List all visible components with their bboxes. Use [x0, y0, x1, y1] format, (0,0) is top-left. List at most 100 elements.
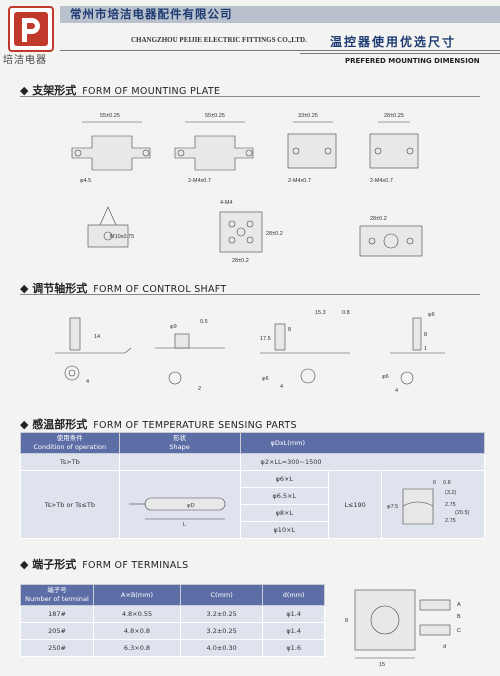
svg-text:(20.5): (20.5): [455, 510, 470, 516]
svg-text:2-M4x0.7: 2-M4x0.7: [288, 178, 311, 184]
svg-text:4: 4: [86, 379, 89, 385]
svg-text:φ9: φ9: [170, 324, 177, 330]
col-c: C(mm): [179, 584, 264, 606]
svg-text:28±0.25: 28±0.25: [384, 113, 404, 119]
cell-c: 4.0±0.30: [179, 639, 264, 657]
svg-text:(3.2): (3.2): [445, 490, 456, 496]
header-divider-short: [300, 53, 500, 54]
svg-text:1: 1: [424, 346, 427, 352]
cell-shape-drawing: φD L: [118, 470, 241, 539]
svg-text:0.8: 0.8: [443, 480, 451, 486]
cell-ab: 4.8×0.8: [93, 622, 181, 640]
svg-text:28±0.2: 28±0.2: [266, 231, 283, 237]
table-row: Ts>Tb φ2×LL=300~1500: [20, 453, 486, 471]
table-row: Ts>Tb or Ts≤Tb φD L φ6×L L≤190 6 0.8 (3.…: [20, 470, 485, 539]
cell-no: 187#: [20, 605, 94, 623]
svg-text:A: A: [457, 602, 461, 608]
cell-d: φ1.4: [262, 622, 325, 640]
svg-text:φ6: φ6: [428, 312, 435, 318]
svg-text:L: L: [183, 522, 186, 528]
table-row: 205# 4.8×0.8 3.2±0.25 φ1.4: [20, 622, 325, 640]
svg-text:28±0.2: 28±0.2: [370, 216, 387, 222]
svg-text:φ4.5: φ4.5: [80, 178, 91, 184]
cell-c: 3.2±0.25: [179, 605, 264, 623]
cell-shape-empty: [118, 453, 241, 471]
svg-text:0.5: 0.5: [200, 319, 208, 325]
svg-text:15.3: 15.3: [315, 310, 326, 316]
col-ab: A×B(mm): [93, 584, 181, 606]
cell-dimension: φ10×L: [239, 521, 330, 539]
table-row: φ10×L: [21, 521, 485, 539]
svg-text:2-M4x0.7: 2-M4x0.7: [370, 178, 393, 184]
brand-name: 培洁电器: [3, 55, 47, 66]
svg-text:8: 8: [345, 618, 348, 624]
svg-text:φ7.5: φ7.5: [387, 504, 398, 510]
svg-text:28±0.2: 28±0.2: [232, 258, 249, 264]
svg-text:B: B: [457, 614, 461, 620]
mounting-plate-drawings: 55±0.25 φ4.5 55±0.25 2-M4x0.7 33±0.25 2-…: [71, 113, 423, 264]
cell-ab: 4.8×0.55: [93, 605, 181, 623]
svg-text:55±0.25: 55±0.25: [205, 113, 225, 119]
cell-ab: 6.3×0.8: [93, 639, 181, 657]
svg-text:d: d: [443, 644, 446, 650]
table-row: φ8×L: [21, 504, 485, 522]
cell-condition: Ts>Tb: [20, 453, 120, 471]
svg-text:0.8: 0.8: [342, 310, 350, 316]
cell-no: 250#: [20, 639, 94, 657]
cell-no: 205#: [20, 622, 94, 640]
svg-text:8: 8: [424, 332, 427, 338]
svg-text:φD: φD: [187, 503, 195, 509]
cell-d: φ1.4: [262, 605, 325, 623]
svg-text:2.75: 2.75: [445, 502, 456, 508]
terminal-drawing: A B C d 15 8: [345, 589, 461, 668]
svg-text:2.75: 2.75: [445, 518, 456, 524]
svg-text:33±0.25: 33±0.25: [298, 113, 318, 119]
page-title-en: PREFERED MOUNTING DIMENSION: [345, 57, 480, 65]
svg-text:17.5: 17.5: [260, 336, 271, 342]
cell-c: 3.2±0.25: [179, 622, 264, 640]
header-divider: [60, 50, 500, 51]
svg-text:4: 4: [395, 388, 398, 394]
section-divider: [20, 96, 480, 97]
col-dimension: φDxL(mm): [239, 432, 486, 454]
svg-text:M10x0.75: M10x0.75: [110, 234, 134, 240]
cell-sensor-drawing: 6 0.8 (3.2) φ7.5 2.75 (20.5) 2.75: [381, 470, 485, 539]
page-title-cn: 温控器使用优选尺寸: [330, 35, 457, 49]
logo-mark-icon: [14, 12, 48, 46]
company-logo: [8, 6, 54, 52]
cell-dimension: φ2×LL=300~1500: [239, 453, 486, 471]
svg-text:55±0.25: 55±0.25: [100, 113, 120, 119]
cell-condition: Ts>Tb or Ts≤Tb: [20, 470, 120, 539]
sensing-bulb-icon: φD L: [128, 497, 225, 528]
cell-dimension: φ6×L: [239, 470, 330, 488]
col-d: d(mm): [262, 584, 325, 606]
company-name-en: CHANGZHOU PEIJIE ELECTRIC FITTINGS CO.,L…: [131, 36, 307, 44]
cell-length: L≤190: [328, 470, 382, 539]
svg-text:8: 8: [288, 327, 291, 333]
cell-d: φ1.6: [262, 639, 325, 657]
company-name-cn: 常州市培洁电器配件有限公司: [70, 7, 233, 21]
table-row: 187# 4.8×0.55 3.2±0.25 φ1.4: [20, 605, 325, 623]
svg-text:C: C: [457, 628, 461, 634]
header-bar: [60, 6, 500, 23]
table-row: φ6.5×L: [21, 487, 485, 505]
cell-dimension: φ8×L: [239, 504, 330, 522]
section-divider: [20, 294, 480, 295]
svg-text:4: 4: [280, 384, 283, 390]
svg-text:2-M4x0.7: 2-M4x0.7: [188, 178, 211, 184]
svg-text:φ6: φ6: [382, 374, 389, 380]
svg-text:φ6: φ6: [262, 376, 269, 382]
svg-text:15: 15: [379, 662, 385, 668]
svg-text:14: 14: [94, 334, 100, 340]
